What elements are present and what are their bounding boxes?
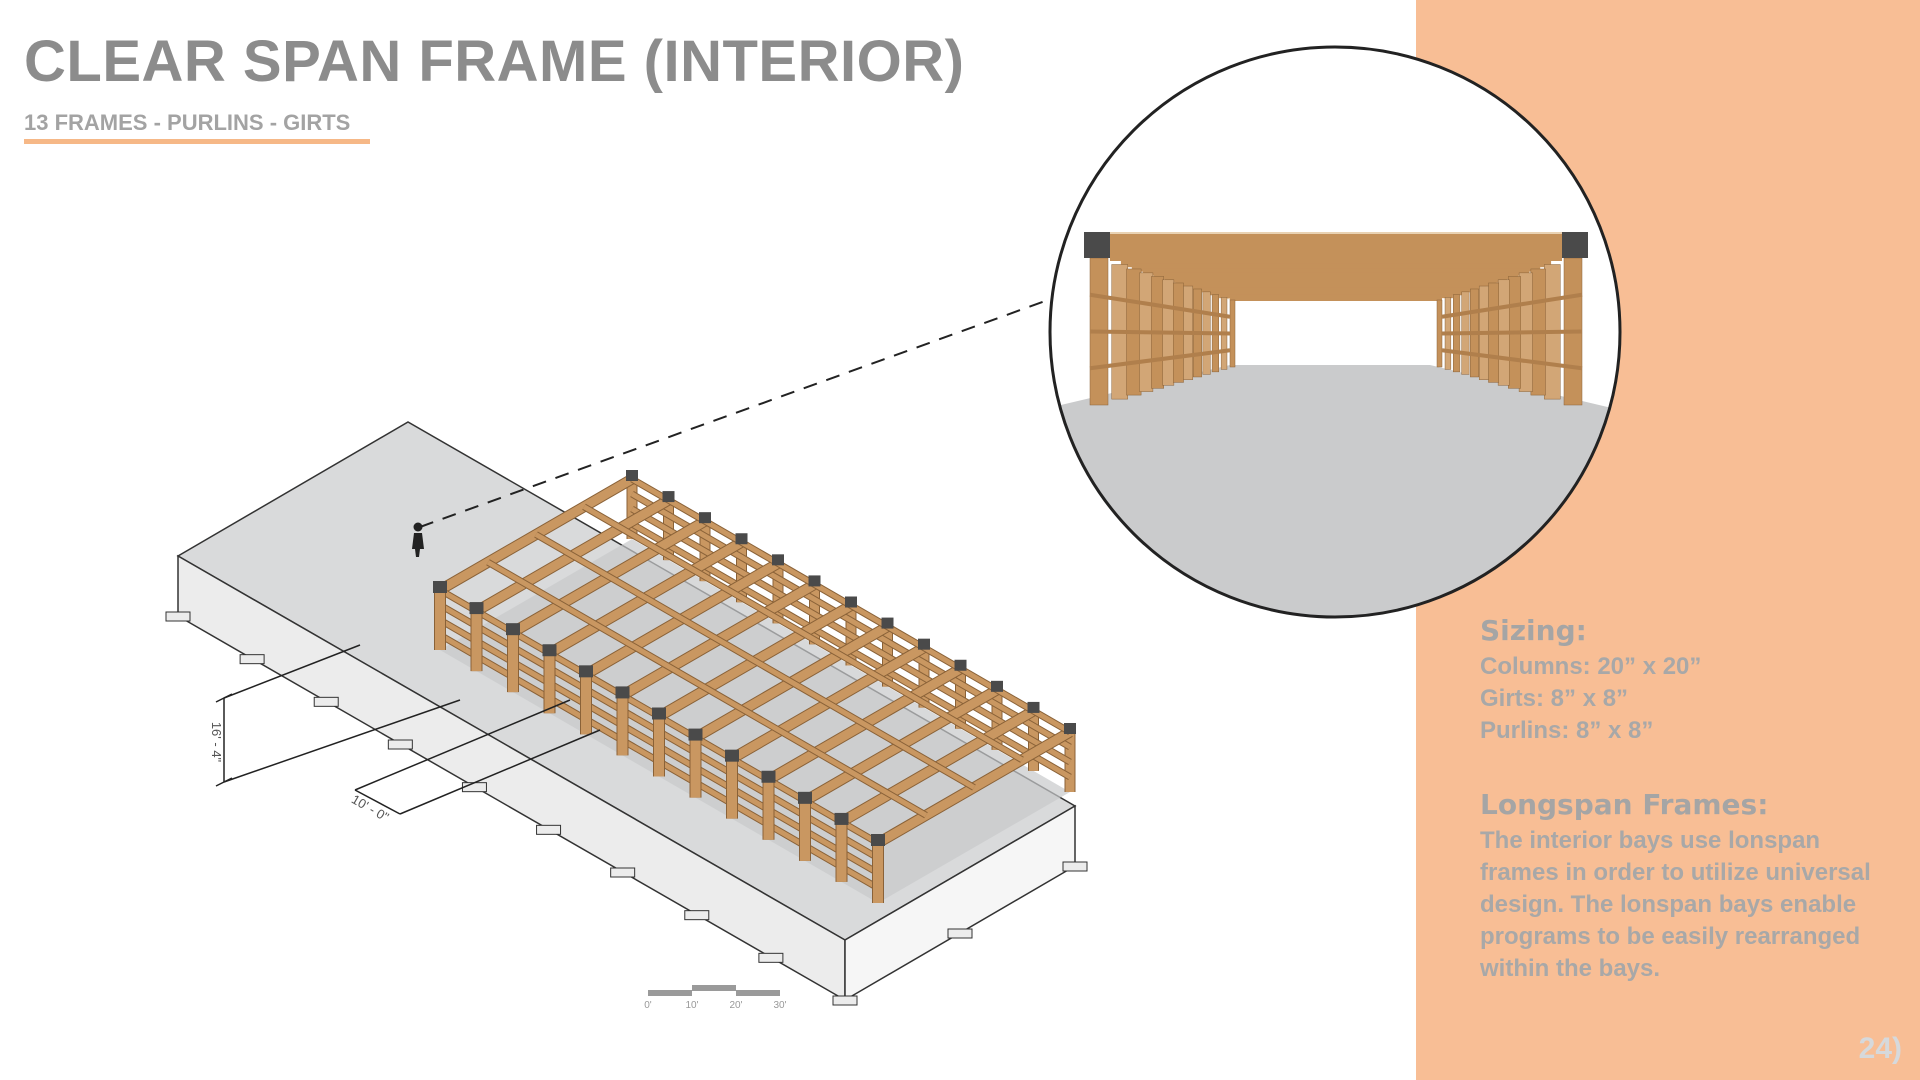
page-number: 24) [1858,1032,1902,1065]
column-cap [542,644,557,657]
page-title: CLEAR SPAN FRAME (INTERIOR) [24,29,965,94]
column-cap [1064,723,1076,734]
column-cap [725,749,739,762]
column-cap [954,659,967,671]
interior-view-magnifier [1048,45,1622,619]
interior-girt [1089,292,1231,319]
footing [947,928,973,939]
longspan-body: The interior bays use lonspan frames in … [1480,827,1871,982]
longspan-section: Longspan Frames: The interior bays use l… [1480,788,1880,985]
interior-column [1229,299,1236,368]
column-cap [845,596,857,608]
person-figure [412,522,424,557]
girt-far [630,491,1072,750]
column-cap [699,512,711,524]
sizing-girts: Girts: 8” x 8” [1480,685,1629,712]
sizing-purlins: Purlins: 8” x 8” [1480,717,1654,744]
column-cap [761,770,776,783]
footing [832,995,858,1006]
column-cap [688,728,703,741]
scale-tick-30: 30' [773,1000,786,1011]
scale-tick-0: 0' [644,1000,652,1011]
column-cap [808,575,821,587]
interior-column [1436,299,1443,368]
ceiling-beam [1153,272,1519,280]
interior-ceiling [1084,232,1588,301]
interior-girt [1441,292,1583,319]
column-cap [735,533,748,545]
footing [313,696,339,707]
girt-far [630,506,1072,765]
column-cap [615,686,630,699]
ceiling-beam [1142,268,1530,276]
ceiling-beam [1120,258,1552,268]
footing [239,654,265,665]
column-cap [798,791,812,804]
footing [387,739,413,750]
purlin [486,560,928,818]
ceiling-beam [1131,263,1541,272]
sizing-columns: Columns: 20” x 20” [1480,653,1702,680]
purlin [582,504,1024,762]
column-cap [506,623,520,636]
footing [684,910,710,921]
column-cap [662,491,675,503]
interior-girt [1089,348,1231,371]
column-cap [433,581,447,593]
interior-girt [1441,329,1583,336]
column-cap [991,680,1003,692]
column-cap [1027,701,1040,713]
footing [1062,861,1088,872]
interior-girt [1441,348,1583,371]
subtitle-underline [24,139,370,144]
footings [165,611,1088,1006]
interior-wall-right [1436,257,1583,406]
footing [610,867,636,878]
footing [536,824,562,835]
ceiling-beam [1186,284,1486,290]
ceiling-beam [1110,252,1562,261]
height-dimension [215,644,461,787]
purlin [534,532,976,790]
column-cap [626,470,638,481]
column-cap [918,638,930,650]
column-cap [834,812,849,825]
ceiling-beam [1197,287,1475,293]
footing [758,952,784,963]
interior-girt [1089,329,1231,336]
scale-tick-10: 10' [685,1000,698,1011]
column-cap [652,707,666,720]
ceiling-beam [1164,276,1508,283]
interior-wall-left [1089,257,1236,406]
sizing-section: Sizing: Columns: 20” x 20” Girts: 8” x 8… [1480,614,1880,747]
longspan-heading: Longspan Frames: [1480,788,1769,821]
timber-frames [433,470,1076,903]
ceiling-beam [1219,294,1453,299]
interior-floor [1050,365,1620,617]
column-cap [881,617,894,629]
footing [461,782,487,793]
height-dimension-label: 16' - 4" [209,722,224,763]
ceiling-beam [1175,280,1497,287]
footing [165,611,191,622]
sizing-heading: Sizing: [1480,614,1587,647]
scale-bar: 0' 10' 20' 30' [644,985,787,1011]
column-cap [772,554,784,566]
sight-line [419,299,1049,528]
ceiling-beam [1230,298,1442,301]
bay-dimension-label: 10' - 0" [349,792,392,825]
page-subtitle: 13 FRAMES - PURLINS - GIRTS [24,110,351,135]
ceiling-beam [1208,291,1464,296]
column-cap [579,665,593,678]
bay-dimension [354,699,601,815]
scale-tick-20: 20' [729,1000,742,1011]
column-cap [469,602,484,615]
column-cap [871,834,885,846]
